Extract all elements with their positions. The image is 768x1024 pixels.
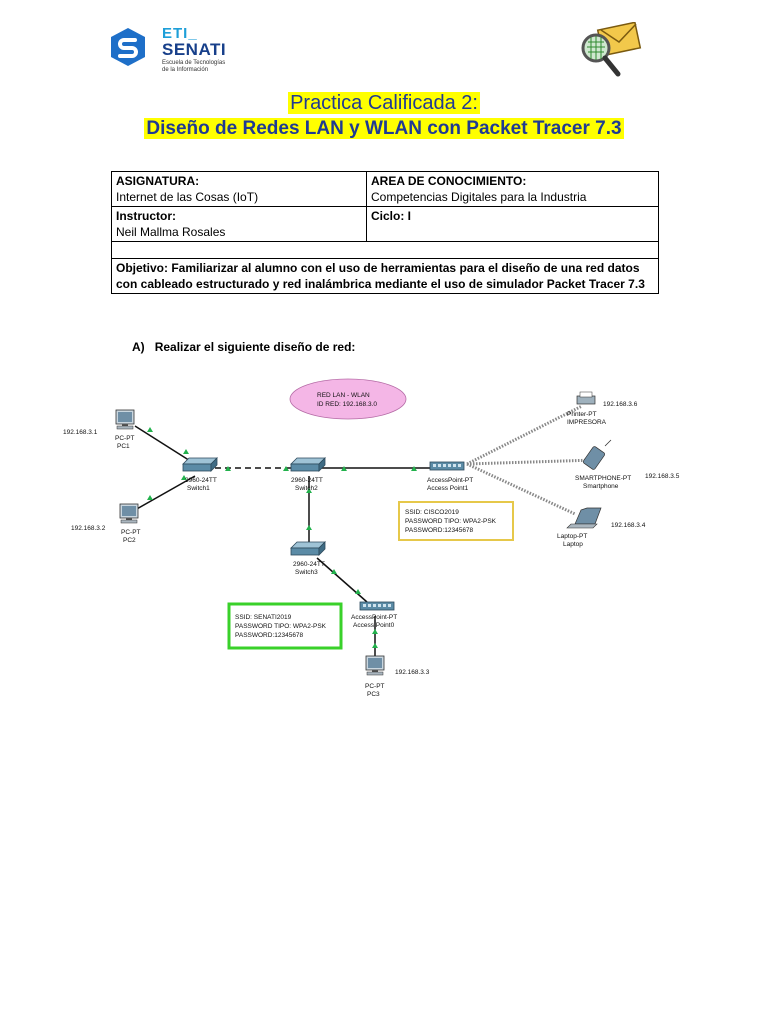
area-cell: AREA DE CONOCIMIENTO: Competencias Digit… bbox=[366, 171, 659, 207]
ciclo-label: Ciclo: I bbox=[371, 209, 412, 223]
laptop-icon[interactable] bbox=[566, 507, 602, 529]
objetivo-label: Objetivo: bbox=[116, 261, 169, 275]
access-point1-icon[interactable] bbox=[429, 461, 465, 471]
task-a: A) Realizar el siguiente diseño de red: bbox=[132, 340, 355, 354]
switch1-icon[interactable] bbox=[182, 457, 218, 472]
area-value: Competencias Digitales para la Industria bbox=[371, 190, 587, 204]
page-subtitle-text: Diseño de Redes LAN y WLAN con Packet Tr… bbox=[144, 118, 624, 139]
switch1-name: Switch1 bbox=[187, 485, 210, 492]
link-status-indicators bbox=[147, 427, 417, 648]
ap1-type: AccessPoint-PT bbox=[427, 477, 473, 484]
logo-title-line2: SENATI bbox=[162, 40, 227, 59]
wireless-links bbox=[466, 404, 596, 516]
ciclo-cell: Ciclo: I bbox=[366, 206, 659, 242]
mail-search-icon bbox=[581, 22, 642, 77]
wired-links bbox=[134, 425, 445, 656]
switch3-icon[interactable] bbox=[290, 541, 326, 556]
network-label-line1: RED LAN - WLAN bbox=[317, 392, 370, 399]
pc3-type: PC-PT bbox=[365, 683, 385, 690]
table-row: Objetivo: Familiarizar al alumno con el … bbox=[111, 258, 659, 294]
switch3-name: Switch3 bbox=[295, 569, 318, 576]
ap1-name: Access Point1 bbox=[427, 485, 469, 492]
smartphone-name: Smartphone bbox=[583, 483, 619, 490]
smartphone-icon[interactable] bbox=[582, 439, 612, 470]
wlan1-ssid: SSID: CISCO2019 bbox=[405, 509, 459, 516]
switch2-type: 2960-24TT bbox=[291, 477, 323, 484]
task-text: Realizar el siguiente diseño de red: bbox=[154, 340, 356, 354]
logo-subtitle-line1: Escuela de Tecnologías bbox=[162, 60, 226, 66]
task-letter: A) bbox=[132, 340, 145, 354]
pc3-ip: 192.168.3.3 bbox=[395, 669, 430, 676]
page-title: Practica Calificada 2: bbox=[0, 92, 768, 115]
table-row: ASIGNATURA: Internet de las Cosas (IoT) … bbox=[111, 171, 659, 207]
network-label-line2: ID RED: 192.168.3.0 bbox=[317, 401, 377, 408]
wlan2-ssid: SSID: SENATI2019 bbox=[235, 614, 292, 621]
pc3-name: PC3 bbox=[367, 691, 380, 698]
wlan-config-box-1 bbox=[398, 501, 514, 541]
switch3-type: 2960-24TT bbox=[293, 561, 325, 568]
senati-logo-icon bbox=[111, 28, 145, 66]
pc1-type: PC-PT bbox=[115, 435, 135, 442]
wlan-config-box-2 bbox=[227, 602, 343, 650]
logo-subtitle-line2: de la Información bbox=[162, 67, 209, 73]
network-diagram: RED LAN - WLAN ID RED: 192.168.3.0 192.1… bbox=[63, 378, 680, 698]
wlan1-password: PASSWORD:12345678 bbox=[405, 527, 474, 534]
wlan1-password-type: PASSWORD TIPO: WPA2-PSK bbox=[405, 518, 497, 525]
objetivo-cell: Objetivo: Familiarizar al alumno con el … bbox=[111, 258, 659, 294]
pc1-ip: 192.168.3.1 bbox=[63, 429, 98, 436]
asignatura-cell: ASIGNATURA: Internet de las Cosas (IoT) bbox=[111, 171, 367, 207]
pc1-name: PC1 bbox=[117, 443, 130, 450]
printer-name: IMPRESORA bbox=[567, 419, 607, 426]
pc2-ip: 192.168.3.2 bbox=[71, 525, 106, 532]
instructor-cell: Instructor: Neil Mallma Rosales bbox=[111, 206, 367, 242]
ap0-name: Access Point0 bbox=[353, 622, 395, 629]
access-point0-icon[interactable] bbox=[359, 601, 395, 611]
course-info-table: ASIGNATURA: Internet de las Cosas (IoT) … bbox=[111, 171, 659, 294]
smartphone-type: SMARTPHONE-PT bbox=[575, 475, 631, 482]
instructor-label: Instructor: bbox=[116, 209, 176, 223]
logo-title-line1: ETI_ bbox=[162, 25, 198, 42]
laptop-name: Laptop bbox=[563, 541, 583, 548]
pc3-icon[interactable] bbox=[365, 655, 385, 676]
wlan2-password-type: PASSWORD TIPO: WPA2-PSK bbox=[235, 623, 327, 630]
instructor-value: Neil Mallma Rosales bbox=[116, 225, 226, 239]
asignatura-value: Internet de las Cosas (IoT) bbox=[116, 190, 259, 204]
wlan2-password: PASSWORD:12345678 bbox=[235, 632, 304, 639]
page-subtitle: Diseño de Redes LAN y WLAN con Packet Tr… bbox=[0, 118, 768, 140]
ap0-type: AccessPoint-PT bbox=[351, 614, 397, 621]
switch2-icon[interactable] bbox=[290, 457, 326, 472]
printer-type: Printer-PT bbox=[567, 411, 597, 418]
pc1-icon[interactable] bbox=[115, 409, 135, 430]
network-id-ellipse bbox=[289, 378, 407, 420]
page-title-text: Practica Calificada 2: bbox=[288, 92, 480, 114]
laptop-ip: 192.168.3.4 bbox=[611, 522, 646, 529]
table-row bbox=[111, 241, 659, 259]
empty-cell bbox=[111, 241, 659, 259]
pc2-icon[interactable] bbox=[119, 503, 139, 524]
smartphone-ip: 192.168.3.5 bbox=[645, 473, 680, 480]
printer-ip: 192.168.3.6 bbox=[603, 401, 638, 408]
printer-icon[interactable] bbox=[576, 391, 596, 405]
asignatura-label: ASIGNATURA: bbox=[116, 174, 200, 188]
switch1-type: 2960-24TT bbox=[185, 477, 217, 484]
area-label: AREA DE CONOCIMIENTO: bbox=[371, 174, 527, 188]
pc2-type: PC-PT bbox=[121, 529, 141, 536]
laptop-type: Laptop-PT bbox=[557, 533, 587, 540]
table-row: Instructor: Neil Mallma Rosales Ciclo: I bbox=[111, 206, 659, 242]
switch2-name: Switch2 bbox=[295, 485, 318, 492]
pc2-name: PC2 bbox=[123, 537, 136, 544]
objetivo-text: Familiarizar al alumno con el uso de her… bbox=[116, 261, 645, 291]
